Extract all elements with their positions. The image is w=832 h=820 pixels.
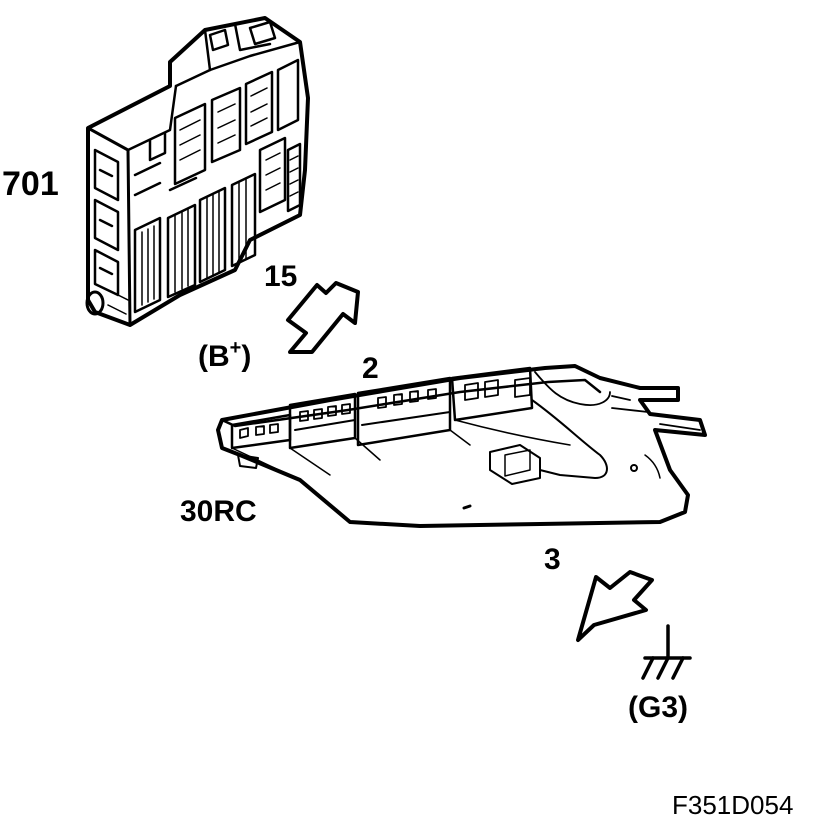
module-701-drawing [85,16,310,327]
label-g3: (G3) [628,691,688,724]
figure-id: F351D054 [672,790,794,820]
label-701: 701 [2,165,59,203]
label-2: 2 [362,352,379,385]
label-3: 3 [544,543,561,576]
ground-symbol-icon [641,624,692,680]
label-b-plus-main: (B [198,340,230,373]
label-15: 15 [264,260,298,293]
label-b-plus-close: ) [241,340,252,373]
arrow-ground [576,570,654,642]
label-b-plus: (B+) [198,338,252,373]
label-b-plus-sup: + [229,337,242,359]
module-2-drawing [216,364,707,528]
label-30rc: 30RC [180,495,257,528]
arrow-b-plus [286,281,360,354]
